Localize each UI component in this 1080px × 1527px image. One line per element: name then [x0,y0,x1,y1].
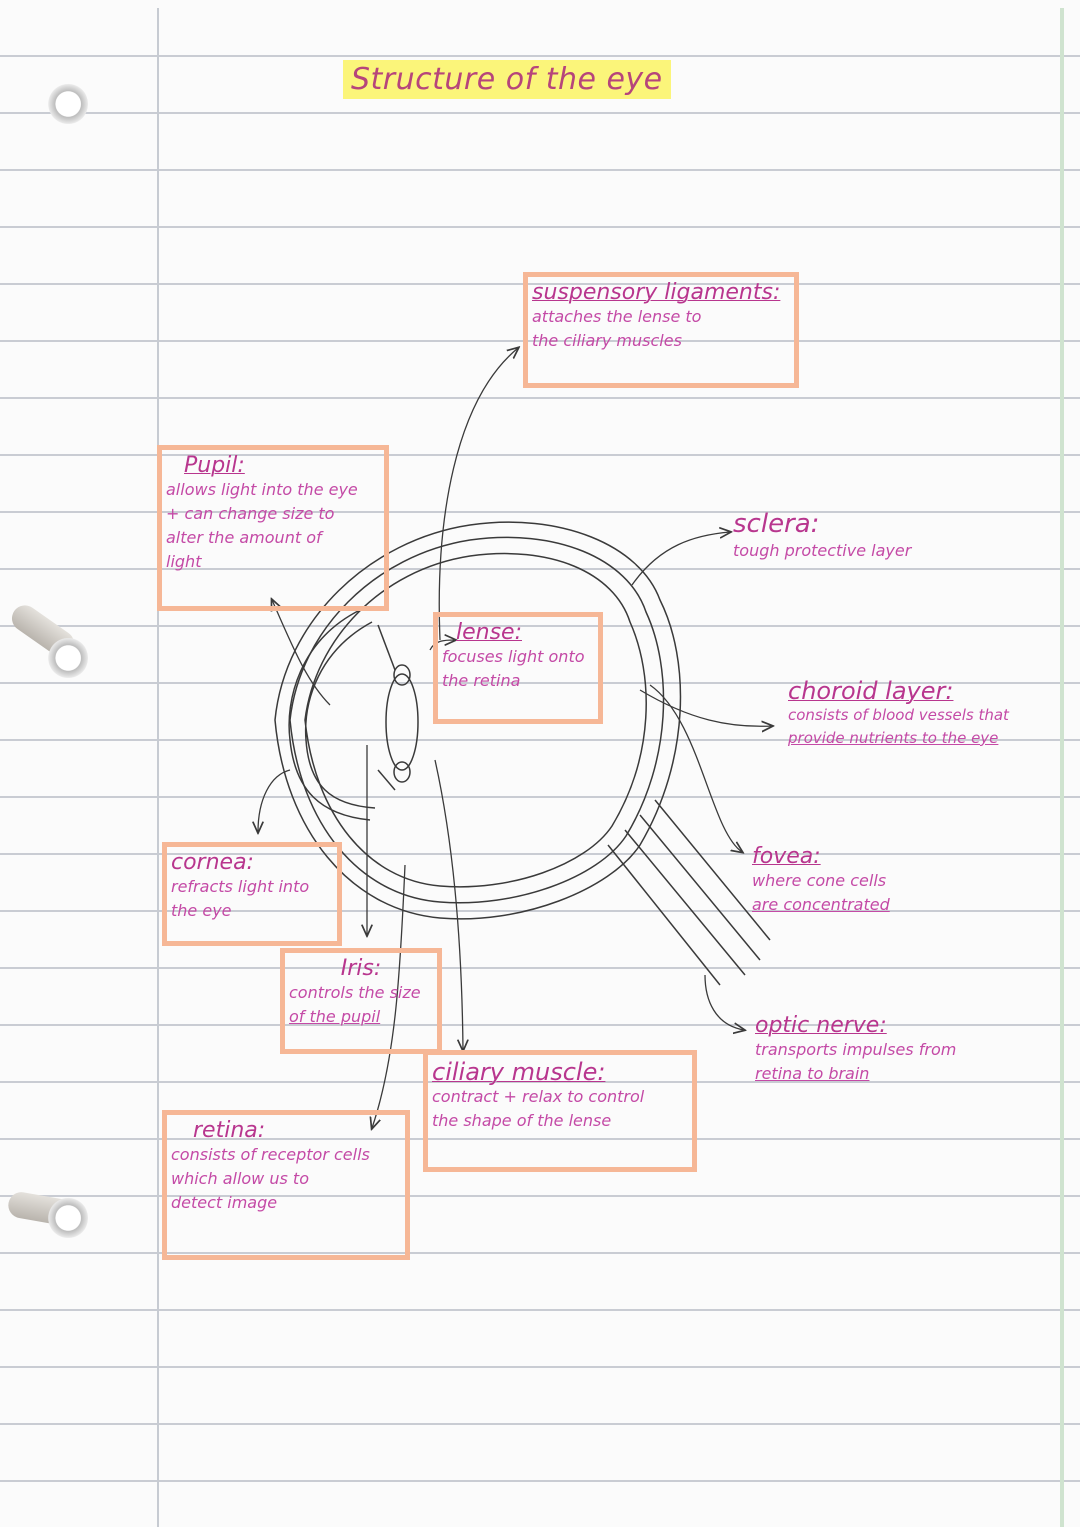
choroid-layer-desc-2: provide nutrients to the eye [788,728,999,747]
sclera-label: sclera: tough protective layer [733,510,1013,563]
pupil-desc-4: light [166,552,202,572]
iris-box: Iris: controls the size of the pupil [280,948,442,1054]
sclera-outline [274,521,682,920]
choroid-layer-label: choroid layer: consists of blood vessels… [788,678,1058,749]
optic-nerve-desc-1: transports impulses from [755,1040,957,1060]
binder-hole [44,1196,88,1240]
suspensory-ligaments-box: suspensory ligaments: attaches the lense… [523,272,799,388]
iris-upper [377,624,396,671]
pupil-title: Pupil: [184,453,245,478]
pupil-desc-3: alter the amount of [166,528,322,548]
choroid-layer-title: choroid layer: [788,677,954,705]
arrow-optic [704,974,744,1030]
suspensory-ligaments-desc-1: attaches the lense to [532,307,702,327]
ciliary-body-lower [393,761,411,783]
ciliary-body-upper [393,664,411,686]
arrow-lense [429,640,455,651]
fovea-desc-2: are concentrated [752,895,890,915]
retina-desc-2: which allow us to [171,1169,309,1189]
cornea-inner [304,621,376,809]
optic-nerve-label: optic nerve: transports impulses from re… [755,1013,995,1086]
optic-nerve-inner-1 [639,814,761,961]
lense-desc-2: the retina [442,671,521,691]
lens-shape [385,673,419,771]
lense-title: lense: [456,620,522,645]
cornea-box: cornea: refracts light into the eye [162,842,342,946]
suspensory-ligaments-title: suspensory ligaments: [532,280,781,305]
pupil-box: Pupil: allows light into the eye + can c… [157,445,389,611]
iris-lower [377,769,396,791]
iris-desc-1: controls the size [289,983,421,1003]
cornea-desc-1: refracts light into [171,877,310,897]
fovea-desc-1: where cone cells [752,871,887,891]
retina-box: retina: consists of receptor cells which… [162,1110,410,1260]
ciliary-muscle-box: ciliary muscle: contract + relax to cont… [423,1050,697,1172]
sclera-desc-1: tough protective layer [733,540,912,560]
retina-title: retina: [193,1118,266,1143]
ciliary-muscle-desc-2: the shape of the lense [432,1111,612,1131]
arrow-suspensory [438,348,518,641]
fovea-label: fovea: where cone cells are concentrated [752,844,982,917]
iris-title: Iris: [340,956,382,981]
sclera-title: sclera: [733,509,820,539]
arrow-pupil [272,600,331,706]
lense-desc-1: focuses light onto [442,647,585,667]
arrow-retina [372,864,406,1128]
suspensory-ligaments-desc-2: the ciliary muscles [532,331,682,351]
optic-nerve-outline-2 [607,844,721,986]
arrow-ciliary [434,759,463,1050]
arrow-choroid [639,689,772,726]
arrow-fovea [649,684,742,852]
cornea-title: cornea: [171,850,254,875]
optic-nerve-desc-2: retina to brain [755,1064,870,1084]
page-edge [1060,8,1064,1527]
binder-hole [44,82,88,126]
fovea-title: fovea: [752,844,821,869]
optic-nerve-inner-2 [654,799,771,941]
iris-desc-2: of the pupil [289,1007,381,1027]
margin-line [157,8,159,1527]
retina-outline [304,552,647,888]
cornea-outline [288,609,371,821]
choroid-layer-desc-1: consists of blood vessels that [788,706,1009,725]
ciliary-muscle-title: ciliary muscle: [432,1058,606,1086]
page-title: Structure of the eye [343,60,671,99]
ciliary-muscle-desc-1: contract + relax to control [432,1087,645,1107]
arrow-sclera [631,532,730,586]
lense-box: lense: focuses light onto the retina [433,612,603,724]
pupil-desc-2: + can change size to [166,504,335,524]
choroid-outline [289,536,665,904]
optic-nerve-title: optic nerve: [755,1013,887,1038]
cornea-desc-2: the eye [171,901,232,921]
optic-nerve-outline [624,829,746,976]
binder-hole [44,636,88,680]
pupil-desc-1: allows light into the eye [166,480,358,500]
retina-desc-1: consists of receptor cells [171,1145,370,1165]
retina-desc-3: detect image [171,1193,278,1213]
arrow-cornea [258,769,291,832]
